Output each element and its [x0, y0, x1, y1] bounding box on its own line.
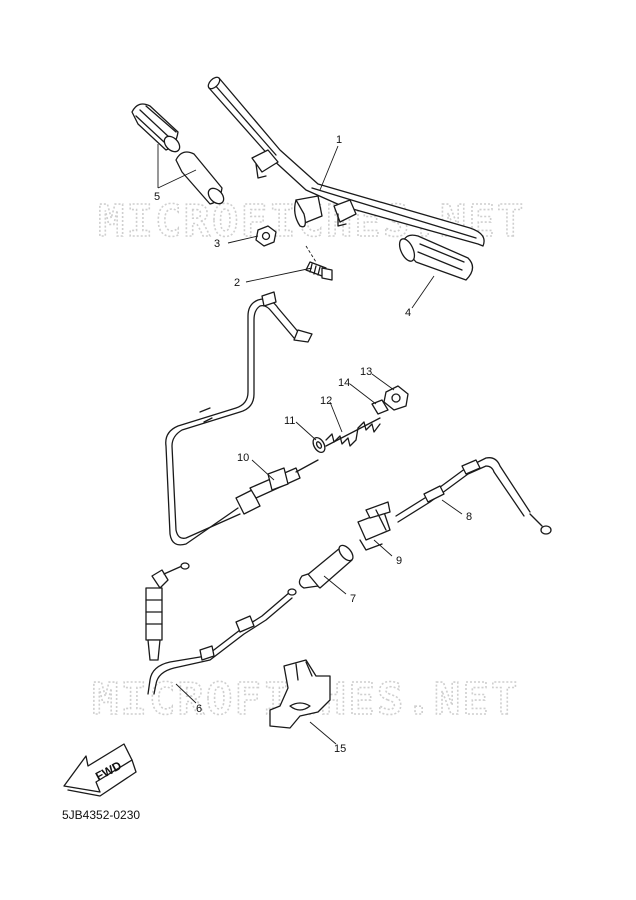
fwd-arrow-icon: FWD: [63, 743, 137, 797]
part-2-bolt[interactable]: [305, 245, 333, 281]
part-9-junction[interactable]: [357, 501, 391, 551]
callout-13: 13: [360, 366, 372, 378]
part-1-handlebar[interactable]: [206, 75, 485, 247]
callout-6: 6: [196, 703, 202, 715]
callout-11: 11: [284, 415, 295, 427]
callout-1: 1: [336, 134, 342, 146]
callout-7: 7: [350, 593, 356, 605]
callout-9: 9: [396, 555, 402, 567]
part-12-spring[interactable]: [325, 417, 381, 447]
callout-8: 8: [466, 511, 472, 523]
callout-14: 14: [338, 377, 350, 389]
callout-12: 12: [320, 395, 332, 407]
part-4-grip[interactable]: [396, 234, 474, 281]
part-8-cable[interactable]: [395, 457, 552, 535]
leader-lines: [157, 144, 463, 745]
part-6-cable[interactable]: [145, 562, 297, 695]
callout-2: 2: [234, 277, 240, 289]
callout-15: 15: [334, 743, 346, 755]
part-13-adjuster-nut[interactable]: [383, 385, 409, 411]
part-5-grips[interactable]: [131, 103, 227, 207]
callout-3: 3: [214, 238, 220, 250]
callout-10: 10: [237, 452, 249, 464]
part-15-bracket[interactable]: [269, 659, 331, 729]
part-11-washer[interactable]: [311, 436, 328, 455]
part-3-nut[interactable]: [255, 225, 277, 247]
part-10-throttle-cable[interactable]: [165, 291, 319, 546]
part-7-boot[interactable]: [298, 543, 355, 589]
callout-4: 4: [405, 307, 411, 319]
diagram-code: 5JB4352-0230: [62, 808, 141, 822]
callout-5: 5: [154, 191, 160, 203]
